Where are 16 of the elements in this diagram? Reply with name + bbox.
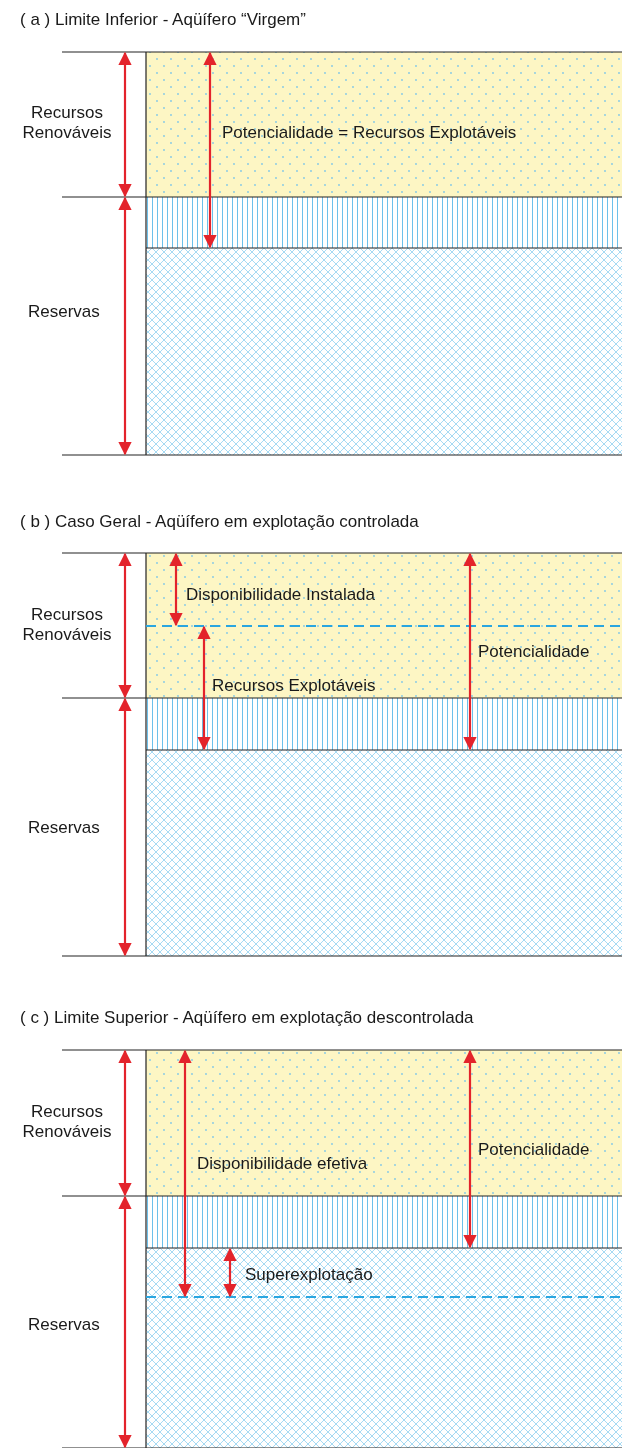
layer-label: Reservas — [28, 1315, 100, 1335]
layer-label: Recursos Renováveis — [21, 103, 113, 143]
dimension-label: Superexplotação — [245, 1265, 373, 1285]
layer-label: Reservas — [28, 302, 100, 322]
dimension-label: Disponibilidade Instalada — [186, 585, 376, 605]
dimension-label: Potencialidade — [478, 642, 590, 662]
layer-label: Recursos Renováveis — [21, 1102, 113, 1142]
dimension-label: Potencialidade — [478, 1140, 590, 1160]
dimension-label: Recursos Explotáveis — [212, 676, 376, 696]
panel-title: ( c ) Limite Superior - Aqüífero em explotação descontrolada — [20, 1008, 474, 1028]
dimension-label: Potencialidade = Recursos Explotáveis — [222, 123, 517, 143]
panel-title: ( b ) Caso Geral - Aqüífero em explotação controlada — [20, 512, 419, 532]
dimension-label: Disponibilidade efetiva — [197, 1154, 368, 1174]
panel-title: ( a ) Limite Inferior - Aqüífero “Virgem” — [20, 10, 306, 30]
layer-label: Reservas — [28, 818, 100, 838]
layer-label: Recursos Renováveis — [21, 605, 113, 645]
